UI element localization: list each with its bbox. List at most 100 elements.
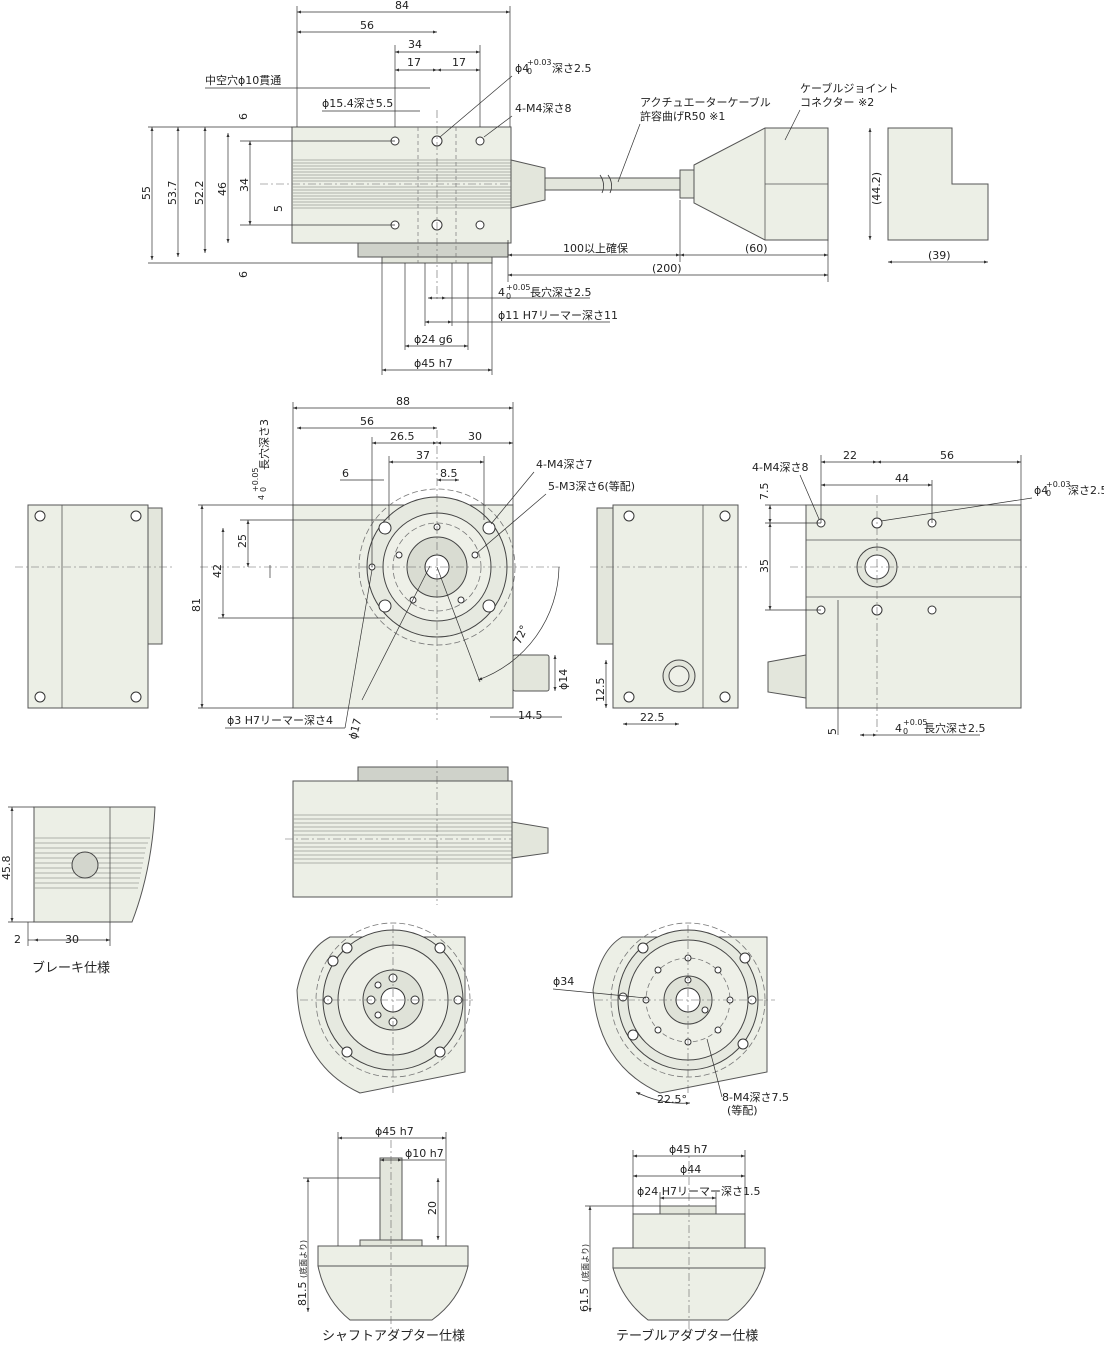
dim-7-5: 7.5 xyxy=(758,483,771,501)
dim-72-deg: 72° xyxy=(511,623,531,646)
dim-26-5: 26.5 xyxy=(390,430,415,443)
dim-46: 46 xyxy=(216,182,229,196)
dim-table-d44: ϕ44 xyxy=(680,1163,701,1176)
top-view: 84 56 34 17 17 中空穴ϕ10貫通 ϕ15.4深さ5.5 ϕ4 +0… xyxy=(140,0,989,375)
note-cable: アクチュエーターケーブル xyxy=(640,95,771,109)
table-adapter-view: ϕ45 h7 ϕ44 ϕ24 H7リーマー深さ1.5 61.5 (底面より) テ… xyxy=(578,1143,766,1344)
dim-39: (39) xyxy=(928,249,951,262)
dim-table-61-5: 61.5 xyxy=(578,1288,591,1313)
dim-table-d24: ϕ24 H7リーマー深さ1.5 xyxy=(637,1185,761,1198)
dim-5: 5 xyxy=(272,205,285,212)
dim-d14: ϕ14 xyxy=(557,669,570,690)
dim-25: 25 xyxy=(236,534,249,548)
dim-6-bottom: 6 xyxy=(237,271,250,278)
note-pin-tol-upper: +0.03 xyxy=(527,58,552,67)
note-cable-bend: 許容曲げR50 ※1 xyxy=(640,109,725,123)
table-adapter-top-view: ϕ34 22.5° 8-M4深さ7.5 (等配) xyxy=(552,922,789,1117)
caption-brake: ブレーキ仕様 xyxy=(32,960,110,976)
dim-d34: ϕ34 xyxy=(553,975,574,988)
dim-56: 56 xyxy=(360,19,374,32)
dim-84: 84 xyxy=(395,0,409,12)
note-connector-2: コネクター ※2 xyxy=(800,96,874,109)
cable-gland xyxy=(510,159,546,209)
dim-22-5: 22.5 xyxy=(640,711,665,724)
dim-44: 44 xyxy=(895,472,909,485)
dim-37: 37 xyxy=(416,449,430,462)
dim-60: (60) xyxy=(745,242,768,255)
note-slot-bottom-depth: 長穴深さ2.5 xyxy=(924,721,986,735)
dim-55: 55 xyxy=(140,186,153,200)
caption-shaft-adapter: シャフトアダプター仕様 xyxy=(322,1329,465,1344)
note-counterbore: ϕ15.4深さ5.5 xyxy=(322,97,393,110)
left-view-body xyxy=(27,504,149,709)
dim-shaft-81-5: 81.5 xyxy=(296,1282,309,1307)
dim-5-bottom: 5 xyxy=(826,728,839,735)
table-recess xyxy=(659,1205,717,1215)
shaft-adapter-top-view xyxy=(296,922,475,1095)
mounting-hole xyxy=(475,136,485,146)
note-pin-bottom-depth: 深さ2.5 xyxy=(1068,484,1104,497)
front-view-gland xyxy=(512,654,550,692)
connector-nut xyxy=(679,169,695,199)
middle-view-gland xyxy=(511,821,549,859)
top-view-flange xyxy=(357,242,509,258)
front-view: 88 56 26.5 30 37 6 8.5 81 42 25 4 +0.05 … xyxy=(190,395,635,741)
top-view-body xyxy=(291,126,512,244)
actuator-cable xyxy=(544,177,686,191)
note-pin-depth: 深さ2.5 xyxy=(552,62,592,75)
side-view-middle xyxy=(285,760,549,905)
caption-table-adapter: テーブルアダプター仕様 xyxy=(616,1328,758,1344)
dim-30-brake: 30 xyxy=(65,933,79,946)
dim-22: 22 xyxy=(843,449,857,462)
note-slot-bottom-tol2: 0 xyxy=(903,727,908,736)
dim-30: 30 xyxy=(468,430,482,443)
note-slot-tol-upper: +0.05 xyxy=(506,283,531,292)
note-connector: ケーブルジョイント xyxy=(800,81,898,95)
note-shaft-from-bottom: (底面より) xyxy=(298,1240,308,1278)
note-pin-bottom: ϕ4 xyxy=(1034,484,1048,497)
dim-d17: ϕ17 xyxy=(346,717,364,741)
dim-34-vert: 34 xyxy=(238,178,251,192)
dim-17-right: 17 xyxy=(452,56,466,69)
shaft-adapter-top-plate xyxy=(317,1245,469,1267)
note-slot: 4 xyxy=(498,286,505,299)
dim-88: 88 xyxy=(396,395,410,408)
dim-42: 42 xyxy=(211,564,224,578)
note-reamer-3: ϕ3 H7リーマー深さ4 xyxy=(227,714,333,727)
note-pin-bottom-tol: +0.03 xyxy=(1046,480,1071,489)
mounting-hole xyxy=(475,220,485,230)
bottom-view-gland xyxy=(767,654,807,699)
note-slot-side-tol: +0.05 xyxy=(251,467,260,492)
dim-8-5: 8.5 xyxy=(440,467,458,480)
dim-44-2: (44.2) xyxy=(870,172,883,205)
right-side-view: 12.5 22.5 xyxy=(590,504,750,726)
middle-view-flange xyxy=(357,766,509,782)
note-pin-hole: ϕ4 xyxy=(515,62,529,75)
dim-shaft-d45: ϕ45 h7 xyxy=(375,1125,414,1138)
note-slot-side: 4 xyxy=(257,495,266,500)
dim-table-d45: ϕ45 h7 xyxy=(669,1143,708,1156)
note-slot-bottom: 4 xyxy=(895,722,902,735)
note-slot-bottom-tol: +0.05 xyxy=(903,718,928,727)
dim-6-top: 6 xyxy=(237,113,250,120)
dim-81: 81 xyxy=(190,598,203,612)
dim-6-front: 6 xyxy=(342,467,349,480)
connector-end-view xyxy=(887,127,989,241)
dim-2: 2 xyxy=(14,933,21,946)
dim-200: (200) xyxy=(652,262,682,275)
note-slot-side-tol2: 0 xyxy=(259,487,268,492)
left-view-flange xyxy=(147,507,163,645)
dim-d24: ϕ24 g6 xyxy=(414,333,453,346)
note-equal-spacing: (等配) xyxy=(727,1103,758,1117)
note-pin-tol-lower: 0 xyxy=(527,67,532,76)
dim-12-5: 12.5 xyxy=(594,678,607,703)
dim-35: 35 xyxy=(758,559,771,573)
dim-d45: ϕ45 h7 xyxy=(414,357,453,370)
note-slot-side-depth: 長穴深さ3 xyxy=(257,419,271,470)
dim-56-front: 56 xyxy=(360,415,374,428)
top-view-ridges xyxy=(292,159,511,209)
dim-shaft-d10: ϕ10 h7 xyxy=(405,1147,444,1160)
dim-shaft-20: 20 xyxy=(426,1201,439,1215)
note-slot-tol-lower: 0 xyxy=(506,292,511,301)
